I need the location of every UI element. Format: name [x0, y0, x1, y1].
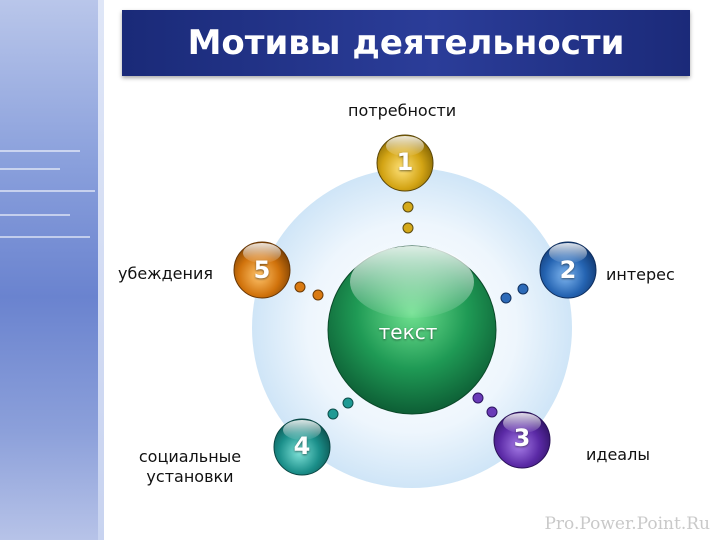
title-bar: Мотивы деятельности [122, 10, 690, 76]
label-social-attitudes-line-2: установки [146, 467, 234, 486]
node-sphere-3 [493, 411, 551, 469]
sidebar-streak [0, 236, 90, 238]
node-sphere-2 [539, 241, 597, 299]
node-sphere-1 [376, 134, 434, 192]
label-social-attitudes-line-1: социальные [138, 447, 242, 466]
sidebar-streak [0, 214, 70, 216]
node-sphere-4 [273, 418, 331, 476]
connector-dots [294, 201, 529, 420]
label-social-attitudes: социальные установки [130, 447, 250, 487]
label-beliefs: убеждения [118, 264, 213, 283]
sidebar-streak [0, 190, 95, 192]
label-interest: интерес [606, 265, 675, 284]
node-number-5: 5 [253, 256, 271, 284]
watermark: Pro.Power.Point.Ru [544, 514, 710, 534]
sidebar-streak [0, 168, 60, 170]
sidebar-streak [0, 150, 80, 152]
node-number-2: 2 [559, 256, 577, 284]
page-title: Мотивы деятельности [187, 23, 625, 63]
center-label: текст [378, 320, 438, 344]
node-number-3: 3 [513, 424, 531, 452]
node-number-1: 1 [396, 148, 414, 176]
center-sphere [327, 245, 497, 415]
sidebar-decoration [0, 0, 104, 540]
label-ideals: идеалы [586, 445, 650, 464]
node-sphere-5 [233, 241, 291, 299]
label-needs: потребности [348, 101, 457, 120]
node-number-4: 4 [293, 432, 311, 460]
